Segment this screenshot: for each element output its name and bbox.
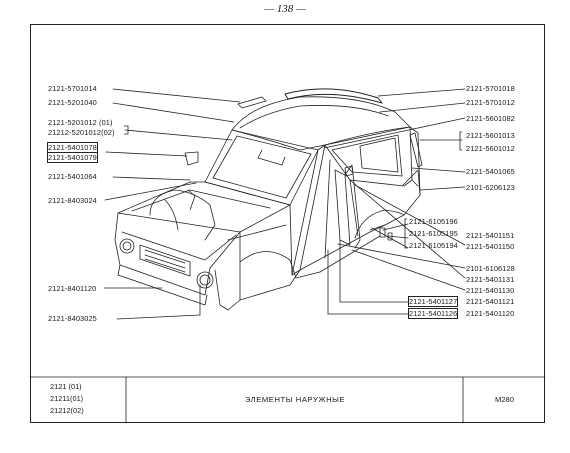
callout-label: 2121-5401127 [407, 296, 459, 307]
callout-label: 2121-8403025 [48, 314, 97, 323]
callout-label: 2121-5401150 [466, 242, 515, 251]
callout-label: 2121-5701014 [48, 84, 97, 93]
callout-label: 2121-8403024 [48, 196, 97, 205]
page-number: — 138 — [264, 3, 306, 15]
callout-label: 2121-6105196 [409, 217, 458, 226]
model-code: 2121 (01) [50, 382, 82, 391]
callout-label: 2121-5401131 [466, 275, 515, 284]
model-code: 21211(01) [50, 394, 84, 403]
callout-label: 2101-6106128 [466, 264, 515, 273]
sheet-number: М280 [495, 395, 514, 404]
callout-label: 2121-6105194 [409, 241, 458, 250]
callout-label: 2121-5201012 (01) [48, 118, 113, 127]
callout-label: 2121-5401079 [47, 152, 98, 163]
callout-label: 2121-5401065 [466, 167, 515, 176]
callout-label: 2121-5401130 [466, 286, 515, 295]
callout-label: 2121-5701018 [466, 84, 515, 93]
callout-label: 2121-5401078 [47, 142, 98, 153]
callout-label: 21212-5201012(02) [48, 128, 115, 137]
drawing-frame [30, 24, 545, 423]
callout-label: 2121-5401151 [466, 231, 515, 240]
callout-label: 2121-5201040 [48, 98, 97, 107]
callout-label: 2121-6105195 [409, 229, 458, 238]
callout-label: 2121-5401064 [48, 172, 97, 181]
callout-label: 2121-5601082 [466, 114, 515, 123]
sheet-title: ЭЛЕМЕНТЫ НАРУЖНЫЕ [244, 395, 346, 404]
callout-label: 2121-5401121 [466, 297, 515, 306]
callout-label: 2121-5401126 [407, 308, 459, 319]
callout-label: 2121-5701012 [466, 98, 515, 107]
model-code: 21212(02) [50, 406, 84, 415]
callout-label: 2101-6206123 [466, 183, 515, 192]
callout-label: 2121-5601013 [466, 131, 515, 140]
callout-label: 2121-5601012 [466, 144, 515, 153]
callout-label: 2121-8401120 [48, 284, 97, 293]
callout-label: 2121-5401120 [466, 309, 515, 318]
